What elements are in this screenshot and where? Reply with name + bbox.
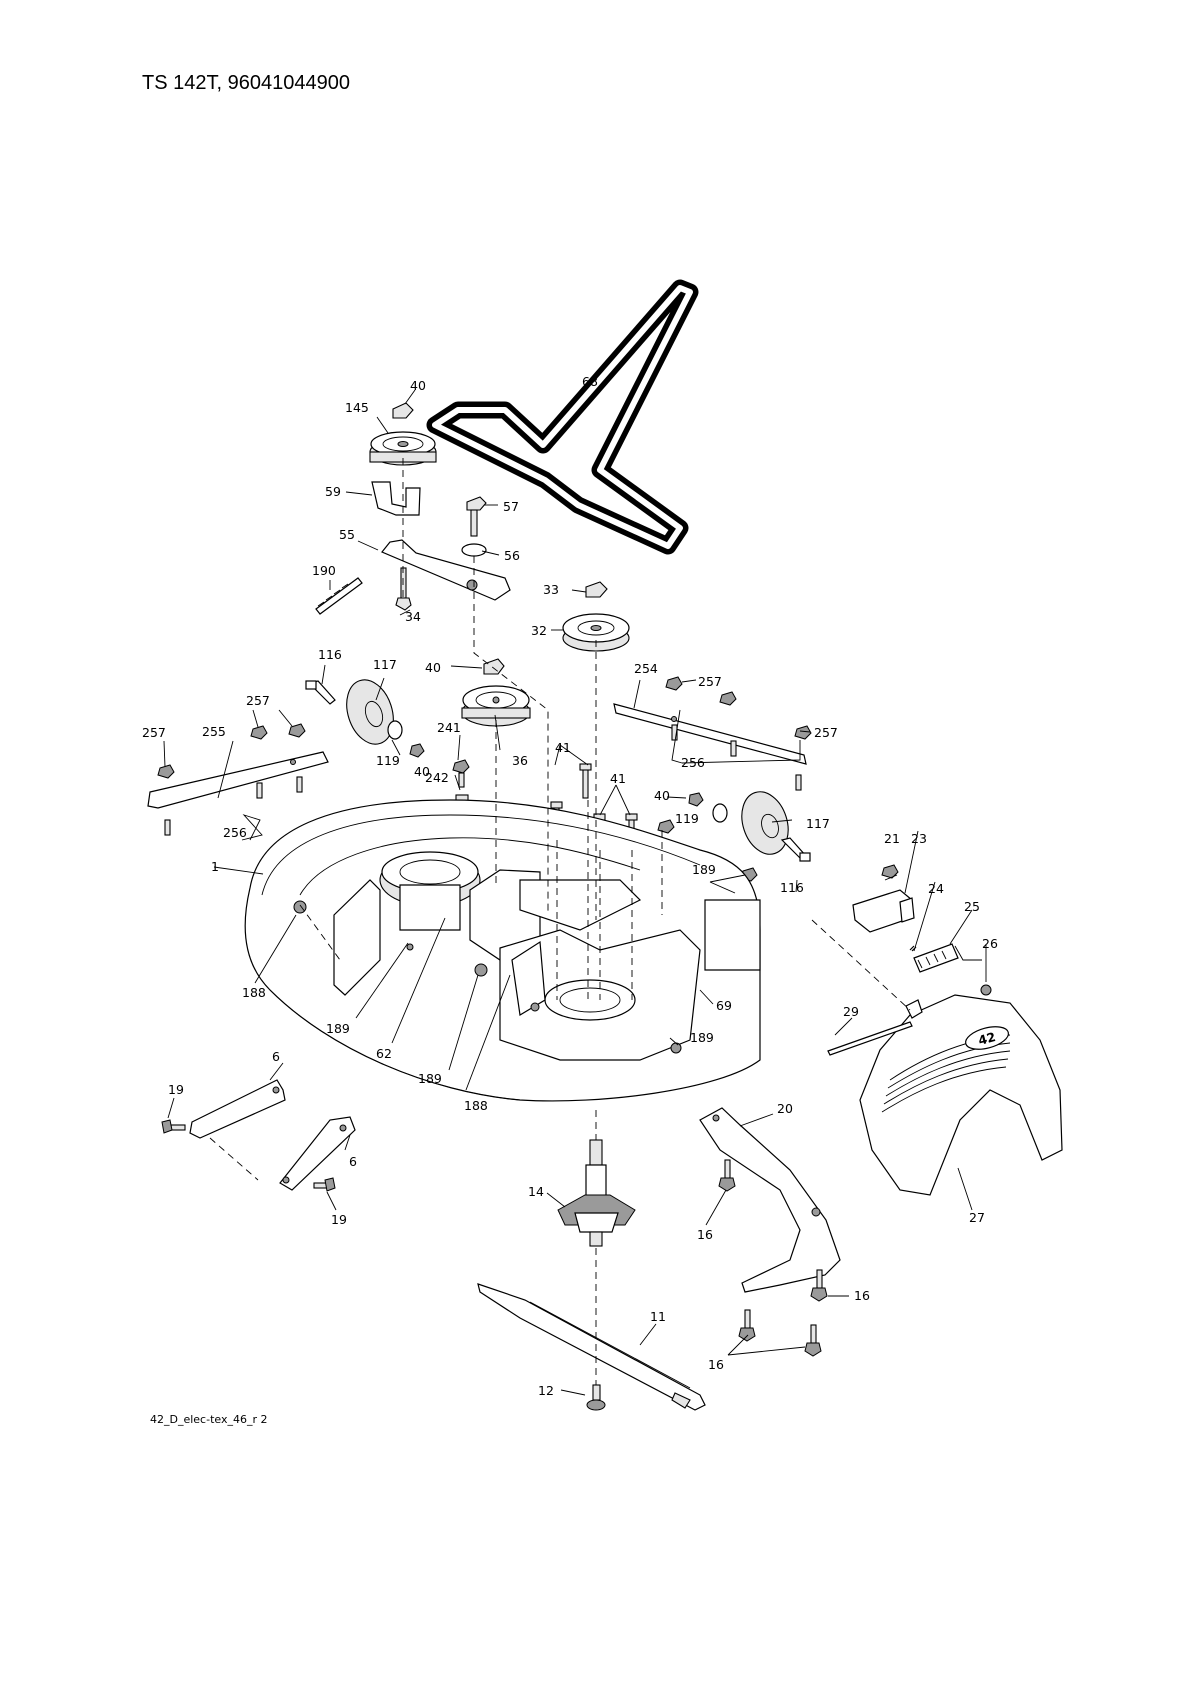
callout-16-baffle-top: 16 <box>697 1227 713 1242</box>
callout-55: 55 <box>339 527 355 542</box>
assembly-lines <box>209 458 911 1385</box>
idler-assembly-top <box>315 402 511 615</box>
callout-256-left: 256 <box>223 825 247 840</box>
callout-68: 68 <box>582 374 598 389</box>
callout-1: 1 <box>211 859 219 874</box>
callout-189-center: 189 <box>418 1071 442 1086</box>
callout-36: 36 <box>512 753 528 768</box>
spindle-assembly <box>557 1139 636 1247</box>
page-title: TS 142T, 96041044900 <box>142 72 350 94</box>
callout-189-right: 189 <box>692 862 716 877</box>
callout-25: 25 <box>964 899 980 914</box>
callout-189-left: 189 <box>326 1021 350 1036</box>
callout-40-left-wheel: 40 <box>414 764 430 779</box>
deck-hanger-brackets <box>161 1079 356 1192</box>
callout-256-right: 256 <box>681 755 705 770</box>
deck-badge: 42 <box>976 1029 997 1048</box>
callout-117-right: 117 <box>806 816 830 831</box>
callout-29: 29 <box>843 1004 859 1019</box>
pulley-center <box>562 581 630 652</box>
callout-119-left: 119 <box>376 753 400 768</box>
callout-257-left: 257 <box>142 725 166 740</box>
callout-27: 27 <box>969 1210 985 1225</box>
callout-116-right: 116 <box>780 880 804 895</box>
callout-119-right: 119 <box>675 811 699 826</box>
stabilizer-bar-left <box>147 723 329 836</box>
callout-24: 24 <box>928 881 944 896</box>
callout-numbers: 40 145 68 59 57 55 56 190 34 33 32 116 1… <box>142 374 998 1398</box>
callout-23: 23 <box>911 831 927 846</box>
callout-69: 69 <box>716 998 732 1013</box>
mower-deck <box>244 799 761 1102</box>
callout-188-center: 188 <box>464 1098 488 1113</box>
callout-11: 11 <box>650 1309 666 1324</box>
callout-40-mid: 40 <box>425 660 441 675</box>
callout-26: 26 <box>982 936 998 951</box>
callout-117-left: 117 <box>373 657 397 672</box>
callout-12: 12 <box>538 1383 554 1398</box>
callout-189-bottom-right: 189 <box>690 1030 714 1045</box>
callout-16-right: 16 <box>854 1288 870 1303</box>
callout-257-right-top: 257 <box>698 674 722 689</box>
callout-41-lower: 41 <box>610 771 626 786</box>
callout-254: 254 <box>634 661 658 676</box>
callout-21: 21 <box>884 831 900 846</box>
callout-41-upper: 41 <box>555 740 571 755</box>
gauge-wheel-left <box>305 679 425 758</box>
callout-190: 190 <box>312 563 336 578</box>
drawing-code: 42_D_elec-tex_46_r 2 <box>150 1413 268 1426</box>
callout-40-top: 40 <box>410 378 426 393</box>
callout-20: 20 <box>777 1101 793 1116</box>
callout-19-left: 19 <box>168 1082 184 1097</box>
callout-241: 241 <box>437 720 461 735</box>
callout-257-right: 257 <box>814 725 838 740</box>
callout-188-left: 188 <box>242 985 266 1000</box>
callout-56: 56 <box>504 548 520 563</box>
chute-bracket <box>852 864 992 996</box>
gauge-wheel-right <box>688 791 811 862</box>
callout-34: 34 <box>405 609 421 624</box>
callout-32: 32 <box>531 623 547 638</box>
callout-145: 145 <box>345 400 369 415</box>
callout-59: 59 <box>325 484 341 499</box>
callout-257-left-top: 257 <box>246 693 270 708</box>
callout-6-upper: 6 <box>272 1049 280 1064</box>
callout-40-right-wheel: 40 <box>654 788 670 803</box>
stabilizer-bar-right <box>613 676 812 791</box>
callout-14: 14 <box>528 1184 544 1199</box>
baffle <box>699 1107 841 1357</box>
callout-leaders <box>163 389 987 1396</box>
callout-255: 255 <box>202 724 226 739</box>
callout-57: 57 <box>503 499 519 514</box>
drive-belt <box>426 279 699 555</box>
discharge-chute: 42 <box>827 994 1063 1196</box>
callout-16-bottom: 16 <box>708 1357 724 1372</box>
callout-33: 33 <box>543 582 559 597</box>
mower-blade <box>477 1283 706 1411</box>
callout-116-left: 116 <box>318 647 342 662</box>
callout-242: 242 <box>425 770 449 785</box>
pulley-left <box>461 658 531 727</box>
callout-19-lower: 19 <box>331 1212 347 1227</box>
callout-62: 62 <box>376 1046 392 1061</box>
callout-6-lower: 6 <box>349 1154 357 1169</box>
